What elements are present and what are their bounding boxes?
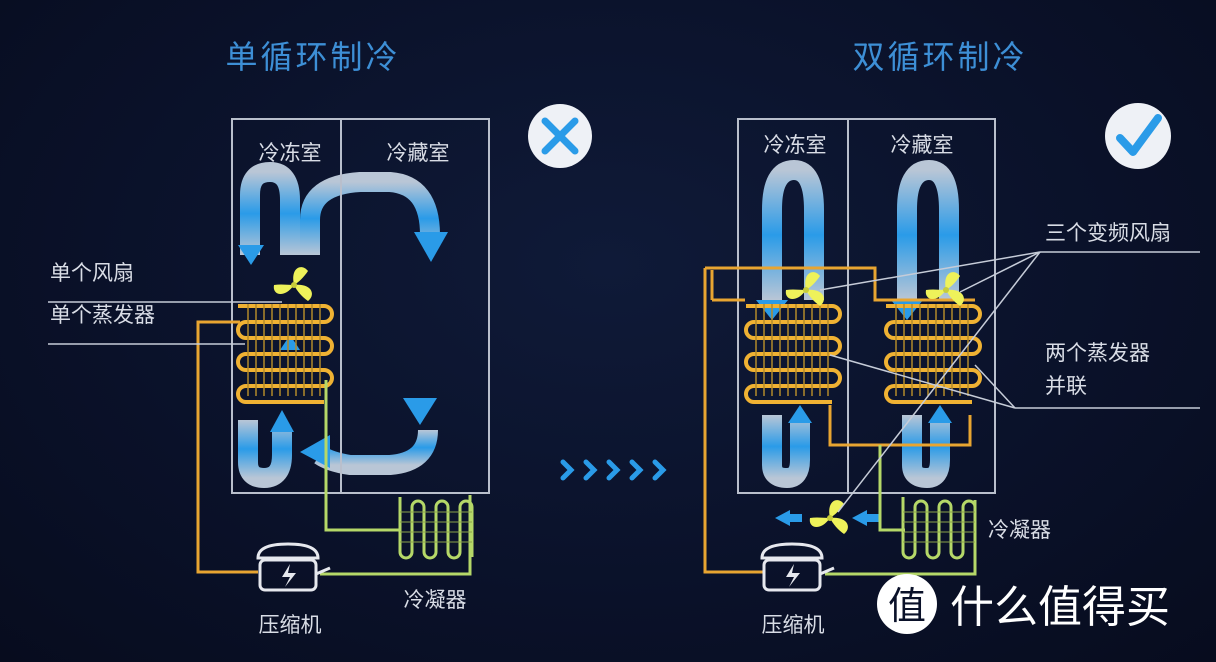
check-icon (1105, 103, 1171, 169)
condenser-label: 冷凝器 (988, 518, 1051, 542)
compressor-label: 压缩机 (762, 613, 825, 637)
panel-title: 单循环制冷 (225, 38, 400, 76)
condenser (901, 495, 977, 560)
evaporators-label-line2: 并联 (1045, 374, 1087, 398)
transition-chevrons (560, 459, 667, 481)
fans-label: 三个变频风扇 (1045, 221, 1171, 245)
condenser (398, 495, 474, 560)
panel-title: 双循环制冷 (852, 38, 1027, 76)
compressor-label: 压缩机 (259, 613, 322, 637)
evaporator (884, 302, 982, 404)
compressor-icon (760, 542, 836, 592)
condenser-label: 冷凝器 (404, 588, 467, 612)
watermark-logo: 值 什么值得买 (877, 574, 1170, 634)
fan-label: 单个风扇 (50, 261, 134, 285)
evaporator (744, 302, 842, 404)
compressor-icon (256, 542, 332, 592)
cross-icon (528, 104, 592, 168)
evaporators-label-line1: 两个蒸发器 (1045, 341, 1150, 365)
airflow-arrows (238, 161, 448, 489)
dual-cycle-panel: 双循环制冷 冷冻室 冷藏室 三个变频 (703, 38, 1200, 637)
freezer-label: 冷冻室 (259, 141, 322, 165)
fan-icon (809, 500, 848, 534)
fan-icon (273, 267, 312, 301)
evaporator-label: 单个蒸发器 (50, 303, 155, 327)
airflow-arrows (756, 170, 952, 526)
fridge-label: 冷藏室 (387, 141, 450, 165)
fridge-outline (737, 118, 996, 494)
fridge-label: 冷藏室 (891, 133, 954, 157)
watermark-text: 什么值得买 (950, 582, 1170, 633)
fridge-outline (231, 118, 490, 494)
single-cycle-panel: 单循环制冷 冷冻室 冷藏室 单个风扇 (48, 38, 592, 637)
watermark-logo-char: 值 (888, 584, 926, 628)
freezer-label: 冷冻室 (764, 133, 827, 157)
